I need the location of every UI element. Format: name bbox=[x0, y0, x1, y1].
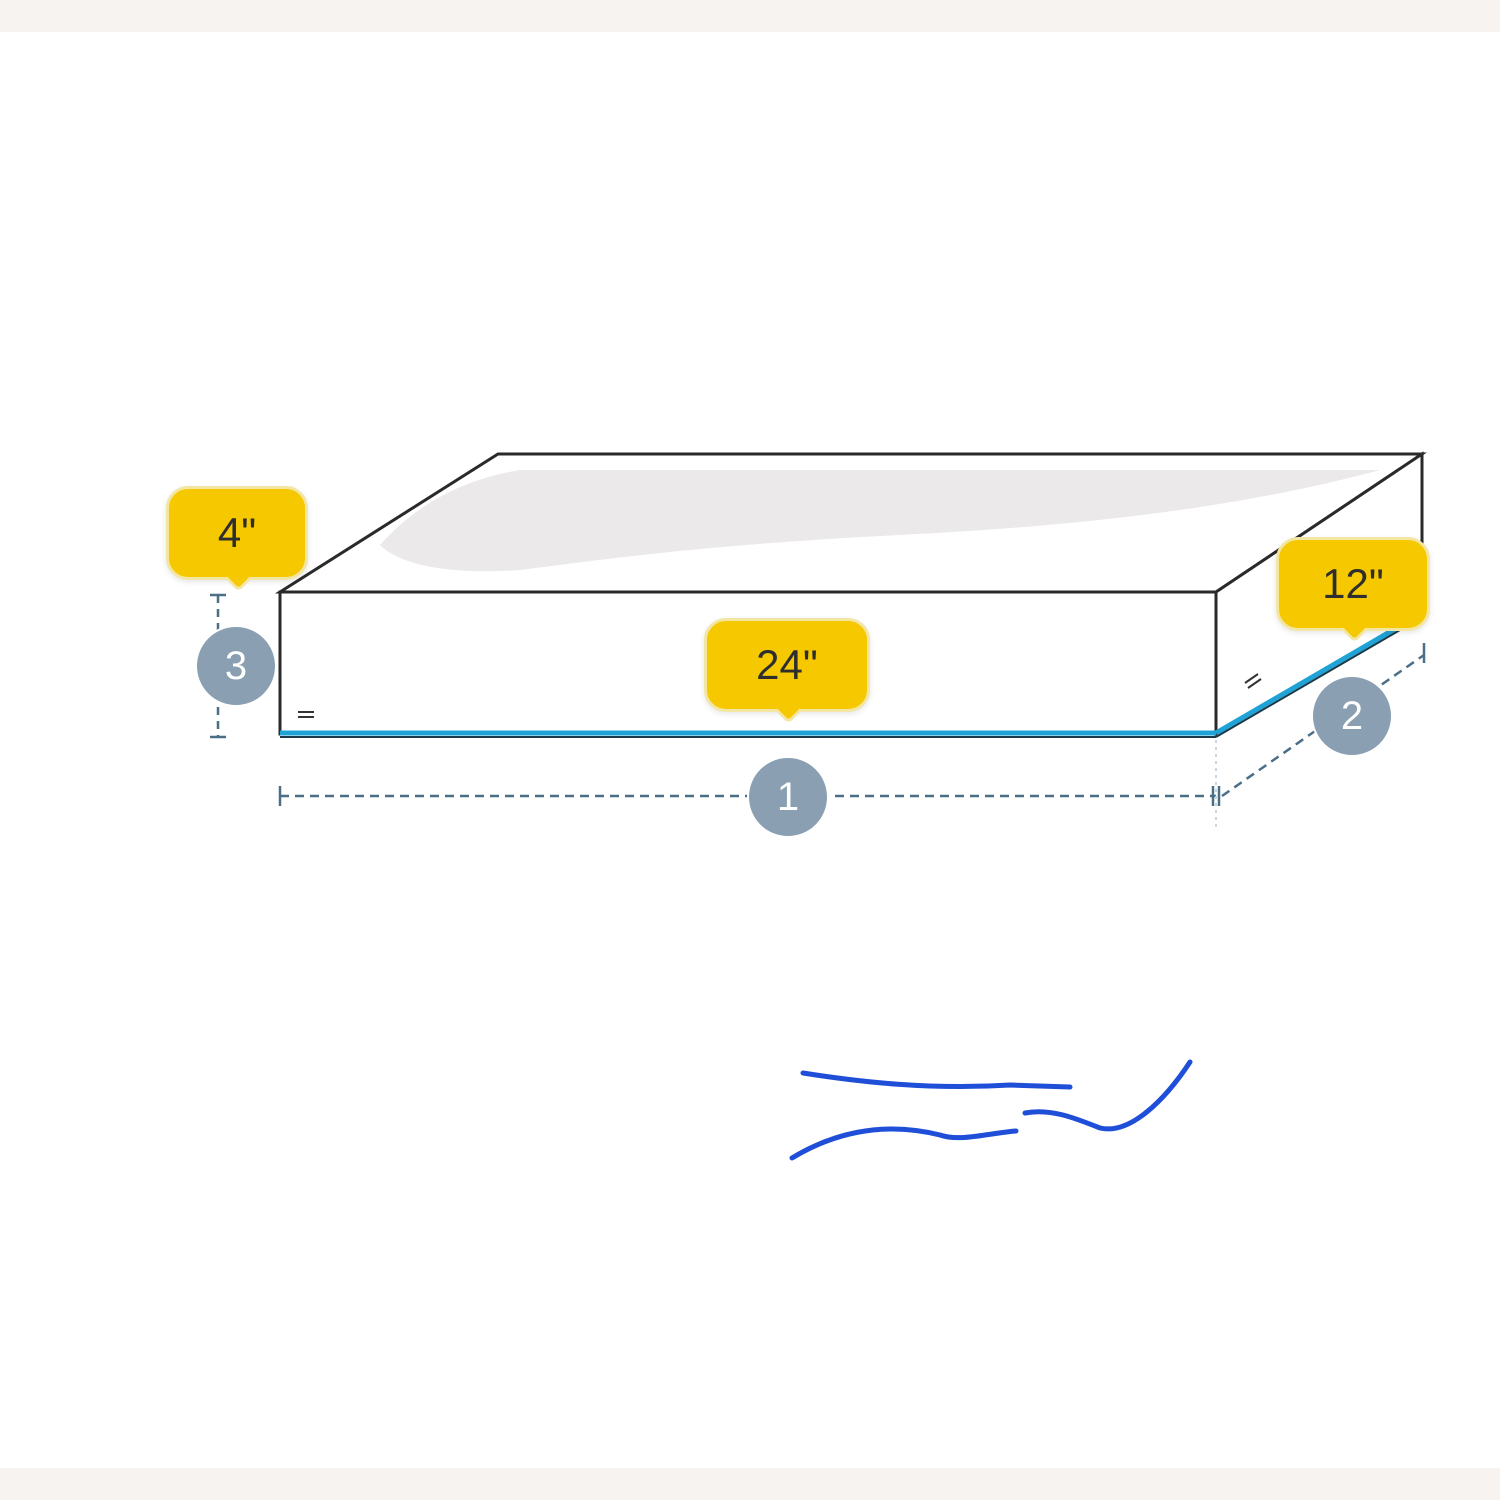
height-value-label: 4" bbox=[217, 509, 257, 556]
right-base-edge bbox=[1214, 623, 1402, 736]
top-border-band bbox=[0, 0, 1500, 32]
right-base-edge-dark bbox=[1215, 629, 1401, 738]
height-marker: 3 bbox=[195, 625, 277, 707]
top-face-shading bbox=[380, 470, 1380, 572]
length-value-callout: 24" bbox=[704, 618, 870, 712]
bottom-border-band bbox=[0, 1468, 1500, 1500]
depth-value-callout: 12" bbox=[1276, 537, 1430, 631]
length-value-label: 24" bbox=[756, 641, 818, 688]
height-value-callout: 4" bbox=[166, 486, 308, 580]
scribble-icon bbox=[789, 1059, 1193, 1161]
height-marker-number: 3 bbox=[224, 643, 248, 688]
depth-value-label: 12" bbox=[1322, 560, 1384, 607]
length-marker-number: 1 bbox=[776, 774, 800, 819]
depth-marker-number: 2 bbox=[1340, 693, 1364, 738]
depth-marker: 2 bbox=[1311, 675, 1393, 757]
equal-mark-right bbox=[1244, 673, 1262, 689]
length-marker: 1 bbox=[747, 756, 829, 838]
equal-mark-left bbox=[298, 711, 314, 718]
